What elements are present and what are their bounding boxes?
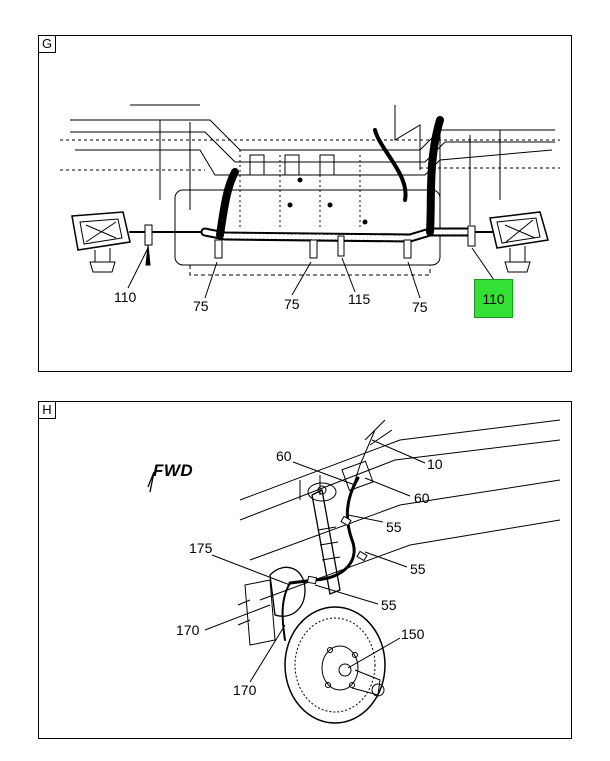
callout-110-left: 110 (114, 289, 137, 305)
direction-arrow-icon (147, 471, 155, 493)
callout-55-upper: 55 (386, 519, 402, 535)
callout-60-top: 60 (276, 448, 292, 464)
callout-110-right-highlight: 110 (474, 279, 513, 318)
callout-170-bottom: 170 (233, 682, 257, 698)
callout-175: 175 (189, 540, 213, 556)
callout-60-right: 60 (414, 490, 430, 506)
callout-170-left: 170 (176, 622, 200, 638)
direction-label: FWD (153, 461, 194, 480)
callout-115: 115 (348, 291, 371, 307)
panel-tag-g: G (39, 36, 56, 53)
callout-10: 10 (427, 456, 443, 472)
callout-55-lower: 55 (381, 597, 397, 613)
panel-tag-h: H (39, 402, 56, 419)
callout-75-right: 75 (412, 299, 428, 315)
callout-150: 150 (401, 626, 425, 642)
callout-75-center: 75 (284, 296, 300, 312)
callout-55-mid: 55 (410, 561, 426, 577)
callout-75-left: 75 (193, 298, 209, 314)
panel-h: H (38, 401, 572, 739)
